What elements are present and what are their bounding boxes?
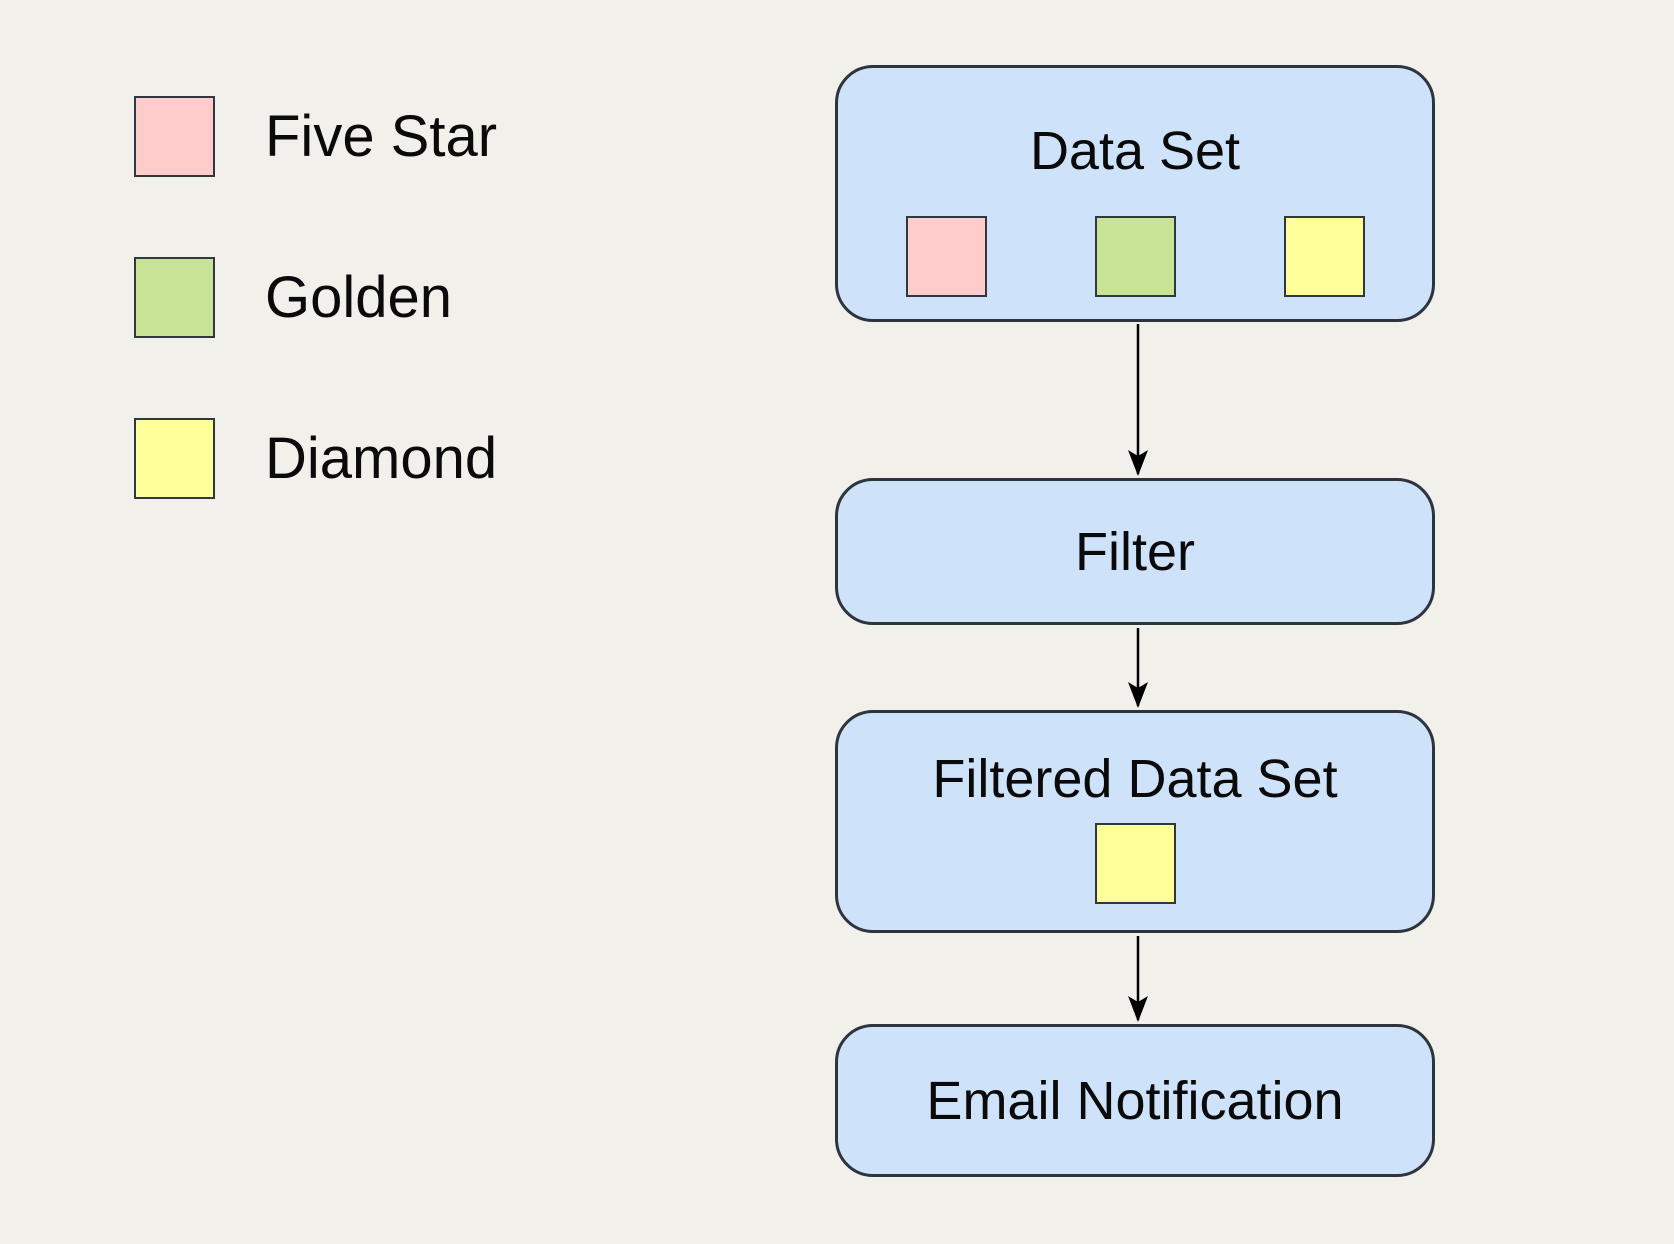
diamond-chip xyxy=(1094,823,1176,904)
diamond-color-swatch xyxy=(134,418,215,499)
legend-label: Diamond xyxy=(265,426,498,491)
legend-label: Golden xyxy=(265,265,453,330)
legend-label: Five Star xyxy=(265,104,498,169)
filtered-data-set-chip-row xyxy=(838,823,1432,904)
legend-item-golden: Golden xyxy=(134,257,497,338)
node-title: Email Notification xyxy=(926,1070,1344,1131)
legend: Five Star Golden Diamond xyxy=(134,96,497,579)
diamond-chip xyxy=(1283,216,1365,297)
golden-color-swatch xyxy=(134,257,215,338)
legend-item-diamond: Diamond xyxy=(134,418,497,499)
node-title: Filtered Data Set xyxy=(932,749,1338,809)
legend-item-five-star: Five Star xyxy=(134,96,497,177)
node-filtered-data-set: Filtered Data Set xyxy=(835,710,1435,933)
node-email-notification: Email Notification xyxy=(835,1024,1435,1177)
node-title: Filter xyxy=(1075,521,1195,582)
data-set-chip-row xyxy=(838,216,1432,297)
node-title: Data Set xyxy=(1029,121,1241,181)
node-filter: Filter xyxy=(835,478,1435,625)
node-data-set: Data Set xyxy=(835,65,1435,322)
five-star-chip xyxy=(905,216,987,297)
five-star-color-swatch xyxy=(134,96,215,177)
golden-chip xyxy=(1094,216,1176,297)
